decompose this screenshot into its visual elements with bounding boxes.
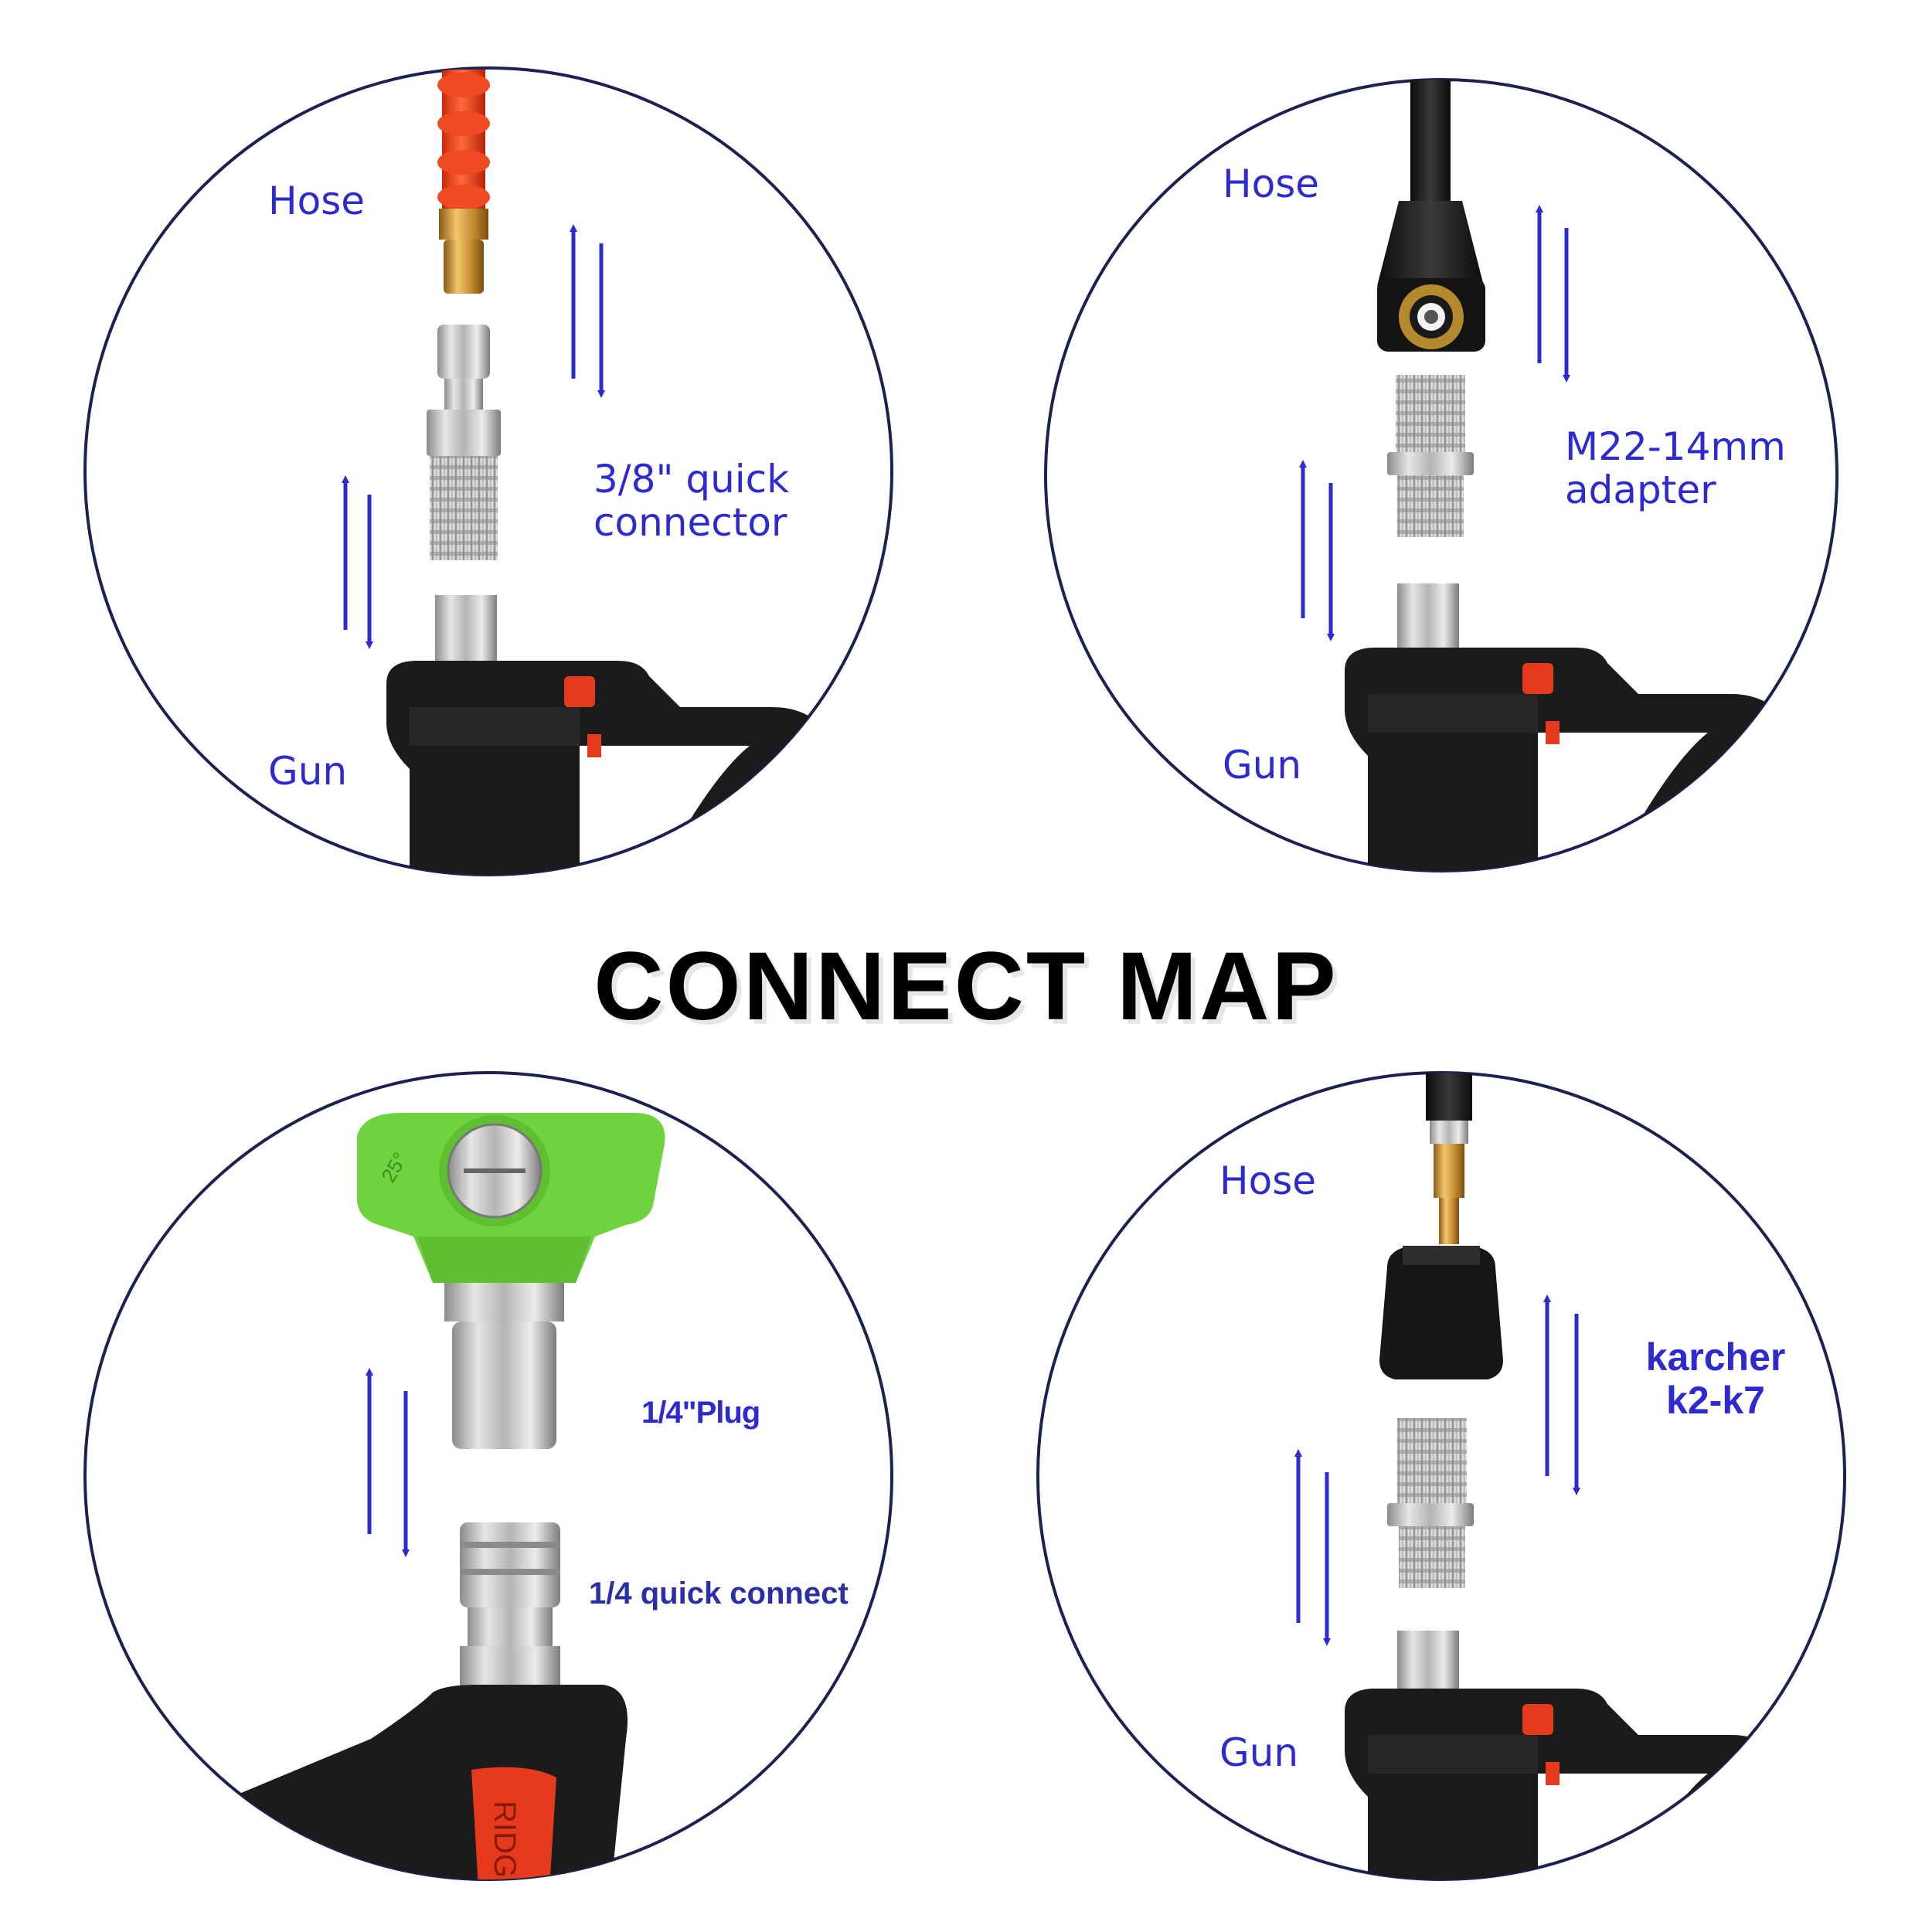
connector-label: karcher k2-k7: [1645, 1335, 1786, 1422]
quick-connect-coupler: [460, 1522, 560, 1712]
black-hose: [1377, 80, 1485, 352]
gun-label: Gun: [1219, 1730, 1299, 1775]
hose-label: Hose: [1223, 162, 1319, 206]
page-title: CONNECT MAP: [594, 933, 1338, 1040]
connector-label: M22-14mm adapter: [1565, 424, 1786, 512]
brass-quick-coupler: [439, 209, 488, 294]
hose-label: Hose: [268, 179, 365, 223]
panel-bottom-left: 25° RIDG: [83, 1071, 893, 1881]
panel-top-left: [83, 66, 893, 876]
panel-bottom-right: [1036, 1071, 1846, 1881]
connector-label: 1/4 quick connect: [589, 1577, 849, 1611]
green-nozzle-tip: 25°: [357, 1113, 665, 1449]
karcher-hose-plug: [1426, 1073, 1472, 1244]
hose-label: Hose: [1219, 1158, 1316, 1203]
connector-label: 3/8" quick connector: [594, 457, 790, 545]
red-hose: [437, 70, 490, 209]
m22-adapter: [1387, 375, 1474, 537]
steel-quick-plug: [427, 325, 501, 560]
gun-label: Gun: [268, 749, 348, 794]
gun-label: Gun: [1223, 743, 1302, 787]
gun-marking: RIDG: [488, 1801, 522, 1878]
karcher-adapter: [1379, 1246, 1503, 1588]
plug-label: 1/4"Plug: [641, 1396, 760, 1430]
panel-top-right: [1044, 78, 1838, 872]
gun-inlet-fitting: [435, 595, 497, 672]
